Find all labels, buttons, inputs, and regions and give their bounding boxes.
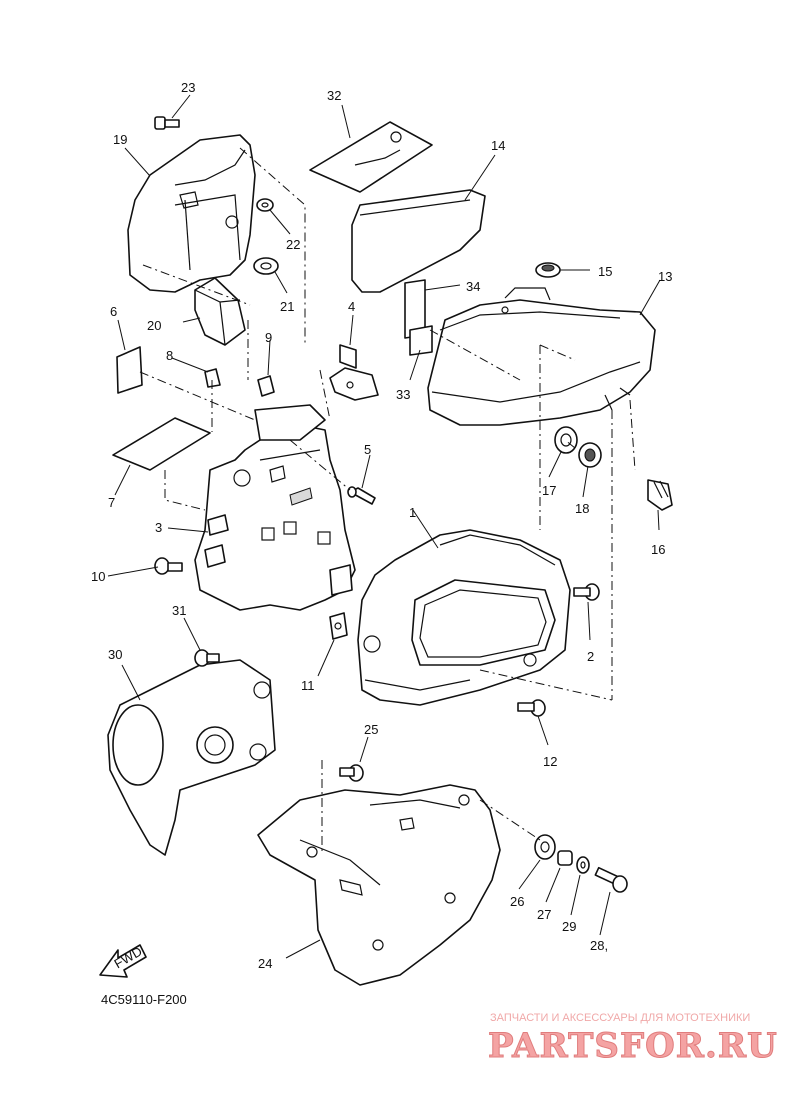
fwd-arrow-icon: FWD xyxy=(99,944,147,978)
callout-32: 32 xyxy=(327,88,341,103)
leader-lines xyxy=(107,94,661,959)
callout-9: 9 xyxy=(265,330,272,345)
callout-16: 16 xyxy=(651,542,665,557)
part-10-bolt xyxy=(154,557,183,575)
callout-10: 10 xyxy=(91,569,105,584)
part-20-damper xyxy=(194,277,246,346)
part-21-grommet xyxy=(253,257,279,275)
callout-23: 23 xyxy=(181,80,195,95)
part-12-bolt xyxy=(517,699,546,717)
callout-26: 26 xyxy=(510,894,524,909)
part-18-grommet xyxy=(578,442,602,468)
part-28-bolt xyxy=(594,866,628,893)
part-8-plug xyxy=(204,368,221,388)
part-25-bolt xyxy=(339,764,364,782)
part-17-ring xyxy=(554,426,578,454)
part-29-washer xyxy=(576,856,590,874)
part-6-pad xyxy=(116,346,143,394)
part-23-bolt xyxy=(154,116,180,130)
watermark-brand: PARTSFOR.RU xyxy=(488,1026,778,1066)
callout-3: 3 xyxy=(155,520,162,535)
part-4-bracket xyxy=(329,344,379,401)
part-33-sponge xyxy=(409,325,433,356)
callout-17: 17 xyxy=(542,483,556,498)
part-7-pad xyxy=(112,417,211,471)
callout-30: 30 xyxy=(108,647,122,662)
part-14-side-panel xyxy=(351,189,486,293)
callout-31: 31 xyxy=(172,603,186,618)
callout-24: 24 xyxy=(258,956,272,971)
callout-34: 34 xyxy=(466,279,480,294)
part-16-sensor xyxy=(647,479,673,511)
part-5-screw xyxy=(347,486,376,505)
part-3-bracket-assembly xyxy=(194,404,356,611)
callout-4: 4 xyxy=(348,299,355,314)
callout-19: 19 xyxy=(113,132,127,147)
part-13-cover xyxy=(427,287,656,426)
callout-15: 15 xyxy=(598,264,612,279)
callout-18: 18 xyxy=(575,501,589,516)
callout-7: 7 xyxy=(108,495,115,510)
part-31-bolt xyxy=(194,649,220,667)
callout-11: 11 xyxy=(301,678,315,693)
callout-27: 27 xyxy=(537,907,551,922)
callout-25: 25 xyxy=(364,722,378,737)
part-1-air-cleaner-case xyxy=(357,529,571,706)
callout-5: 5 xyxy=(364,442,371,457)
part-15-cap xyxy=(535,262,561,278)
callout-22: 22 xyxy=(286,237,300,252)
callouts: 23 19 32 14 22 21 20 15 13 34 4 6 9 8 33… xyxy=(91,80,672,971)
part-27-spacer xyxy=(557,850,573,866)
callout-1: 1 xyxy=(409,505,416,520)
callout-21: 21 xyxy=(280,299,294,314)
callout-13: 13 xyxy=(658,269,672,284)
callout-2: 2 xyxy=(587,649,594,664)
part-22-grommet xyxy=(256,198,274,212)
callout-33: 33 xyxy=(396,387,410,402)
callout-20: 20 xyxy=(147,318,161,333)
callout-29: 29 xyxy=(562,919,576,934)
callout-12: 12 xyxy=(543,754,557,769)
part-11-clip xyxy=(329,612,348,640)
callout-6: 6 xyxy=(110,304,117,319)
part-2-bolt xyxy=(573,583,600,601)
assembly-lines xyxy=(139,147,636,855)
callout-28: 28, xyxy=(590,938,608,953)
diagram-code: 4C59110-F200 xyxy=(101,992,187,1007)
part-9-clip xyxy=(257,375,275,397)
callout-14: 14 xyxy=(491,138,505,153)
callout-8: 8 xyxy=(166,348,173,363)
part-24-lower-cover xyxy=(257,784,501,986)
part-32-pad xyxy=(309,121,433,193)
part-19-side-cover xyxy=(127,134,256,293)
part-26-collar xyxy=(534,834,556,860)
part-30-cover xyxy=(107,659,276,856)
watermark-tagline: ЗАПЧАСТИ И АКСЕССУАРЫ ДЛЯ МОТОТЕХНИКИ xyxy=(490,1012,750,1024)
